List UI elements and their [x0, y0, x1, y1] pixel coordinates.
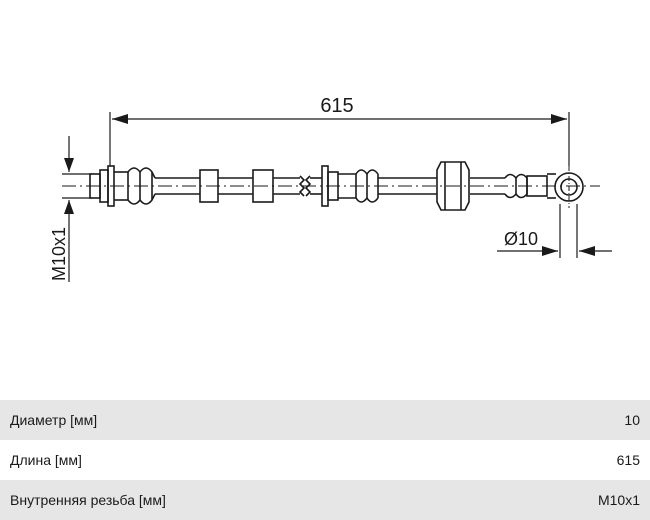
spec-label: Внутренняя резьба [мм] — [10, 492, 166, 508]
length-dimension-label: 615 — [320, 95, 353, 117]
right-banjo-fitting — [504, 166, 584, 208]
left-threaded-fitting — [89, 165, 156, 207]
hose-coupling — [436, 161, 470, 211]
hose-clamp-sleeve-1 — [199, 169, 219, 203]
spec-row-diameter: Диаметр [мм] 10 — [0, 400, 650, 440]
spec-value: 615 — [616, 452, 640, 468]
spec-row-thread: Внутренняя резьба [мм] M10x1 — [0, 480, 650, 520]
middle-bracket-fitting — [321, 165, 379, 207]
hose-body — [155, 175, 505, 197]
spec-label: Диаметр [мм] — [10, 412, 98, 428]
spec-value: 10 — [624, 412, 640, 428]
hose-clamp-sleeve-2 — [252, 169, 274, 203]
thread-dimension — [62, 136, 92, 282]
thread-dimension-label: M10x1 — [49, 227, 69, 281]
brake-hose-drawing: 615 Ø10 M10x1 — [49, 95, 612, 282]
diameter-dimension-label: Ø10 — [504, 229, 538, 249]
spec-value: M10x1 — [597, 492, 640, 508]
spec-label: Длина [мм] — [10, 452, 82, 468]
diameter-dimension — [497, 204, 612, 258]
spec-row-length: Длина [мм] 615 — [0, 440, 650, 480]
spec-table: Диаметр [мм] 10 Длина [мм] 615 Внутрення… — [0, 400, 650, 520]
length-dimension — [109, 112, 570, 166]
